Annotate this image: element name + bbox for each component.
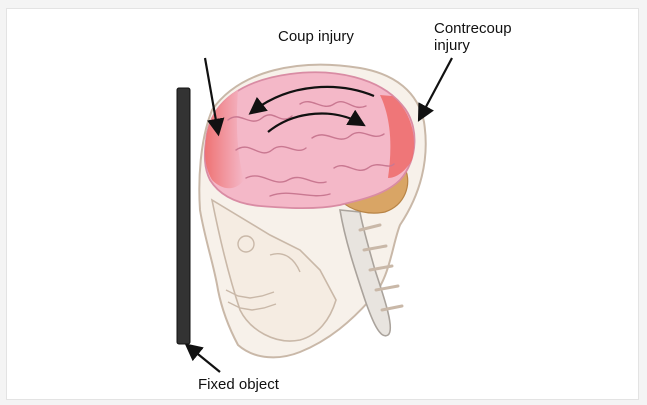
contrecoup-injury-label: Contrecoup injury <box>434 20 512 54</box>
fixed-object-label: Fixed object <box>198 376 279 393</box>
fixed-object-pointer-arrow <box>188 346 220 372</box>
coup-injury-label: Coup injury <box>278 28 354 45</box>
contrecoup-label-line2: injury <box>434 37 512 54</box>
contrecoup-label-line1: Contrecoup <box>434 20 512 37</box>
contrecoup-pointer-arrow <box>420 58 452 118</box>
fixed-object-bar <box>177 88 190 344</box>
